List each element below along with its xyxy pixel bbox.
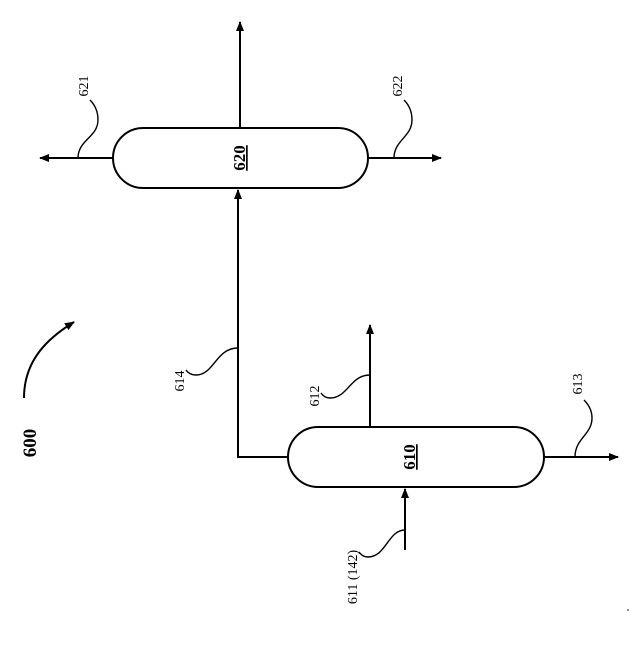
leader-612 [321, 375, 370, 398]
stream-622-label: 622 [391, 76, 406, 97]
leader-611 [359, 530, 405, 557]
figure-pointer-arrow [24, 322, 74, 398]
leader-613 [575, 400, 592, 457]
stream-613-label: 613 [571, 374, 586, 395]
leader-621 [78, 100, 98, 158]
figure-number: 600 [20, 429, 41, 458]
vessel-620: 620 [113, 128, 368, 188]
leader-614 [186, 348, 238, 375]
vessel-610-label: 610 [400, 444, 419, 470]
stream-611-label: 611 (142) [346, 550, 361, 605]
stream-621-label: 621 [77, 76, 92, 97]
stream-614-line [238, 190, 288, 457]
vessel-610: 610 [288, 427, 544, 487]
stream-612-label: 612 [308, 386, 323, 407]
speck-mark [627, 609, 629, 611]
vessel-620-label: 620 [230, 145, 249, 171]
stream-614-label: 614 [173, 371, 188, 392]
leader-622 [394, 100, 412, 158]
